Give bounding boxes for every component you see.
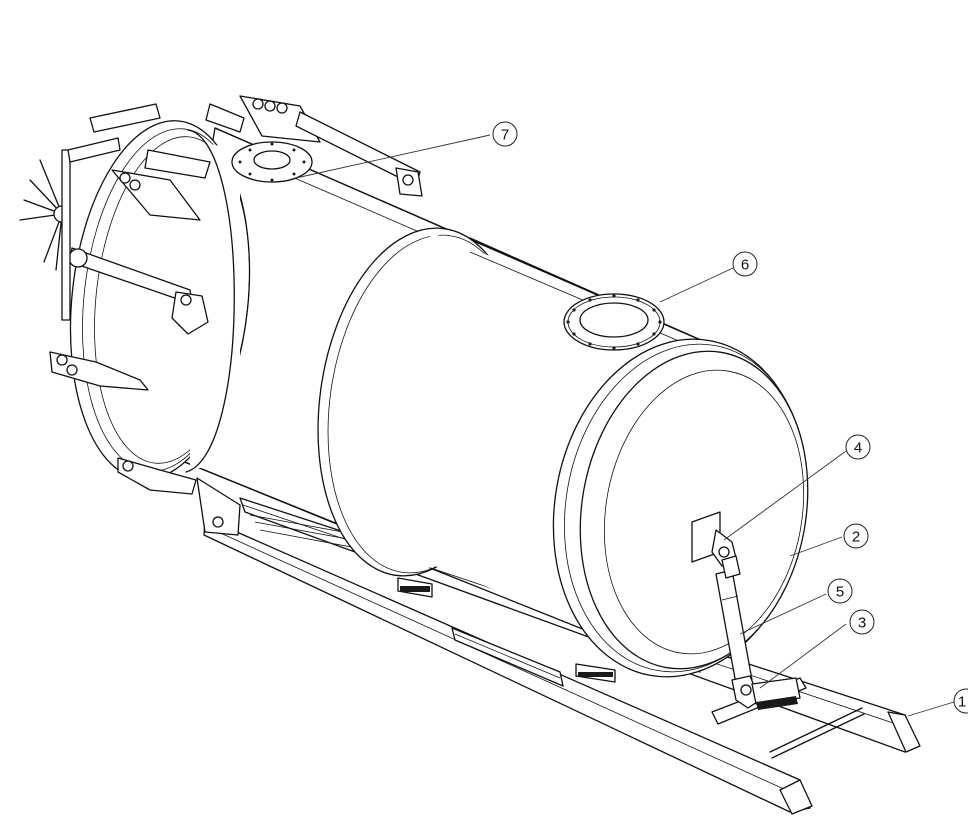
ring-clamps [49,95,321,495]
callout-5-label: 5 [836,584,844,601]
lug-4 [691,511,737,567]
callout-3-label: 3 [858,615,866,632]
manhole-flange-6 [563,293,665,351]
callout-6-label: 6 [741,257,749,274]
callout-4: 4 [845,434,871,460]
callout-3: 3 [849,609,875,635]
saddles [397,577,616,683]
callout-7: 7 [492,121,518,147]
callout-2: 2 [843,523,869,549]
leader-lines [295,134,955,717]
door-ring [69,120,251,480]
hand-wheel [19,103,161,321]
callout-4-label: 4 [854,440,862,457]
callout-1-label: 1 [958,694,966,711]
callout-7-label: 7 [501,127,509,144]
callout-5: 5 [827,578,853,604]
door-arm [68,247,209,335]
top-strut [295,111,423,197]
callout-2-label: 2 [852,529,860,546]
slide-bar [451,627,564,687]
nozzle-flange-7 [231,141,313,183]
callout-6: 6 [732,251,758,277]
end-head [552,338,809,678]
callout-1: 1 [953,688,968,714]
